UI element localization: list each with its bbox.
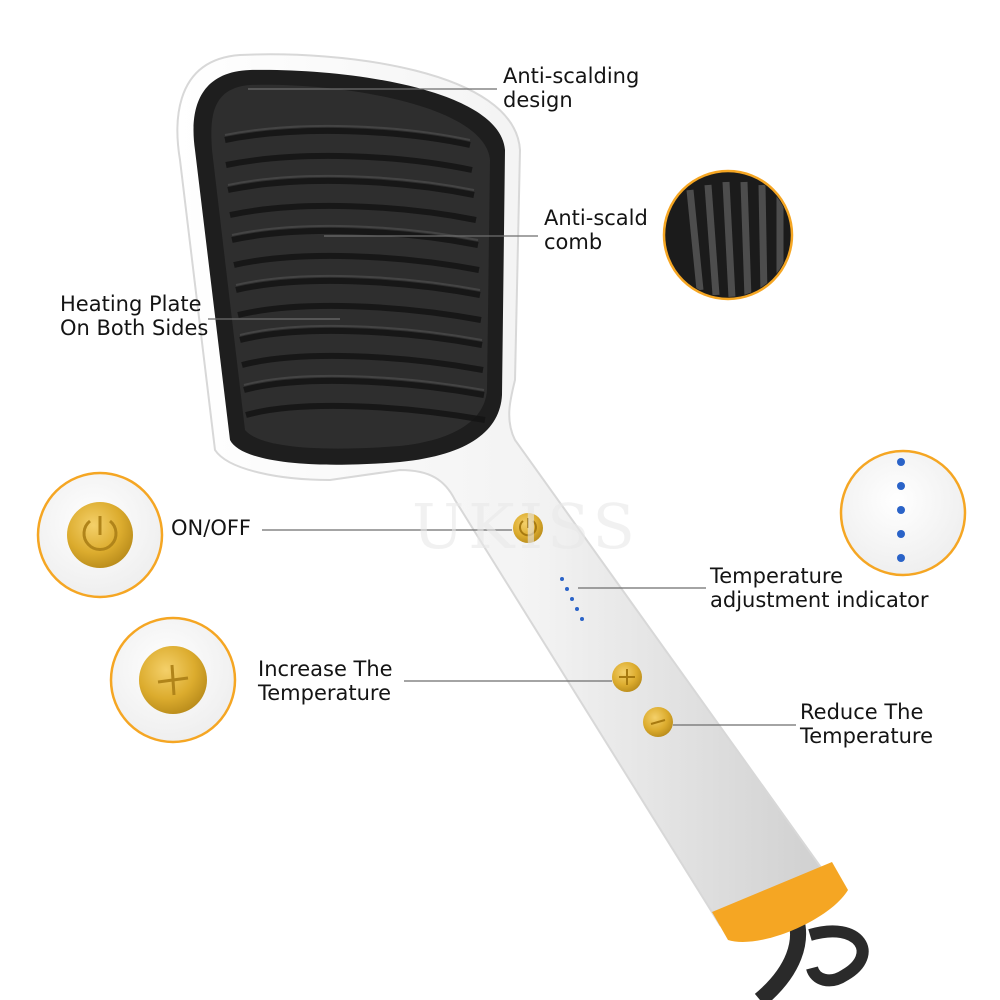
label-reduce-temperature: Reduce The Temperature: [800, 700, 933, 748]
comb-head: [193, 69, 505, 465]
label-temperature-indicator: Temperature adjustment indicator: [710, 564, 929, 612]
label-line: Anti-scald: [544, 206, 648, 230]
label-anti-scald-comb: Anti-scald comb: [544, 206, 648, 254]
label-line: Temperature: [710, 564, 844, 588]
label-line: Temperature: [800, 724, 934, 748]
label-line: Temperature: [258, 681, 392, 705]
label-heating-plate: Heating Plate On Both Sides: [60, 292, 208, 340]
label-increase-temperature: Increase The Temperature: [258, 657, 393, 705]
comb-closeup-bubble: [662, 169, 794, 301]
end-cap: [712, 862, 848, 942]
label-line: On Both Sides: [60, 316, 209, 340]
label-line: adjustment indicator: [710, 588, 929, 612]
label-on-off: ON/OFF: [171, 516, 252, 540]
handle-reduce-button: [643, 707, 673, 737]
power-closeup-bubble: [36, 471, 164, 599]
handle-power-button: [513, 513, 543, 543]
label-line: comb: [544, 230, 603, 254]
increase-closeup-bubble: [109, 616, 237, 744]
leader-lines: [208, 88, 796, 726]
label-line: Heating Plate: [60, 292, 202, 316]
label-anti-scalding-design: Anti-scalding design: [503, 64, 639, 112]
label-line: design: [503, 88, 573, 112]
label-line: Reduce The: [800, 700, 924, 724]
handle-increase-button: [612, 662, 642, 692]
label-line: Anti-scalding: [503, 64, 640, 88]
indicator-closeup-bubble: [839, 449, 967, 577]
label-line: Increase The: [258, 657, 393, 681]
watermark-logo: UKISS: [412, 490, 639, 563]
handle-temperature-indicator: [560, 577, 584, 621]
hang-loop: [806, 925, 869, 987]
